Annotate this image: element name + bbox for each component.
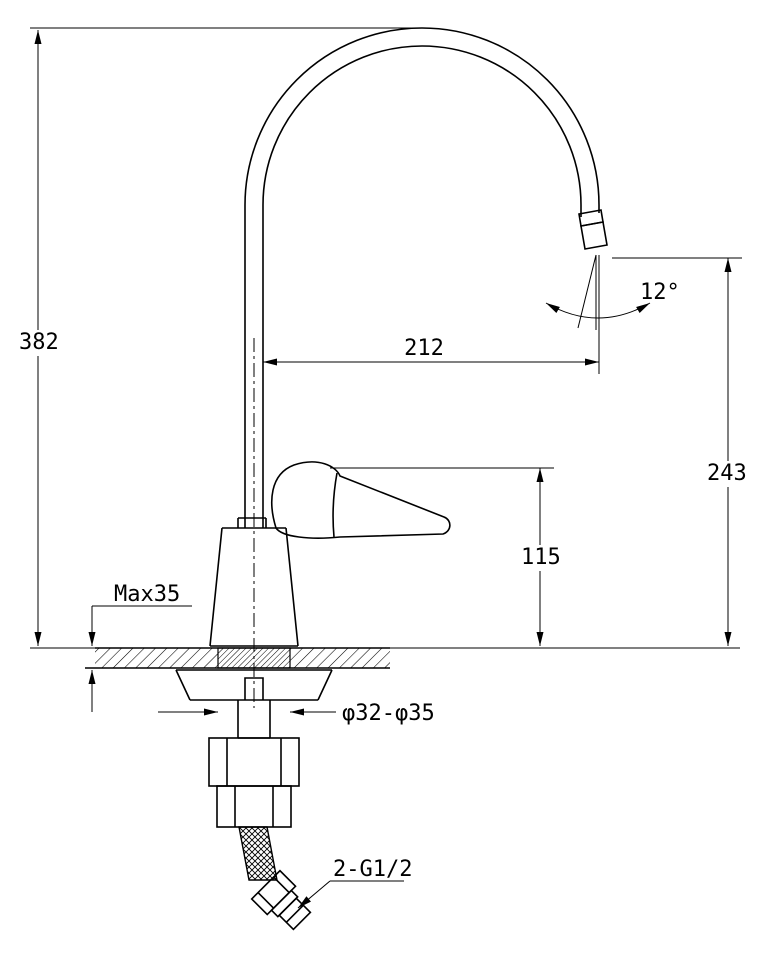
dim-body-height-label: 115 — [521, 545, 561, 570]
braided-supply-hose — [238, 826, 278, 881]
dim-spout-angle-label: 12° — [640, 280, 680, 305]
dim-max-deck-thickness-label: Max35 — [114, 582, 180, 607]
handle-lever — [270, 461, 451, 539]
countertop-section — [30, 647, 740, 669]
dim-body-height: 115 — [330, 467, 563, 646]
dim-spout-reach-label: 212 — [404, 336, 444, 361]
dim-spout-angle: 12° — [545, 254, 680, 330]
mounting-bracket — [175, 669, 333, 701]
faucet-body — [209, 517, 299, 647]
inlet-thread-label: 2-G1/2 — [333, 857, 412, 882]
dim-hole-diameter-label: φ32-φ35 — [342, 701, 435, 726]
spout-tip-aerator — [578, 209, 608, 250]
threaded-shank-tube — [237, 700, 271, 739]
faucet-neck — [244, 27, 600, 528]
mounting-nut-upper — [208, 737, 300, 787]
mounting-nut-lower — [216, 785, 292, 828]
dim-spout-reach: 212 — [263, 255, 600, 374]
dim-hole-diameter: φ32-φ35 — [158, 701, 435, 726]
dim-outlet-height: 243 — [612, 257, 753, 646]
elbow-fitting — [250, 869, 312, 931]
dim-overall-height-label: 382 — [19, 330, 59, 355]
dim-max-deck-thickness: Max35 — [88, 582, 192, 712]
dim-overall-height: 382 — [16, 27, 422, 646]
dim-outlet-height-label: 243 — [707, 461, 747, 486]
label-inlet-thread: 2-G1/2 — [297, 857, 412, 909]
